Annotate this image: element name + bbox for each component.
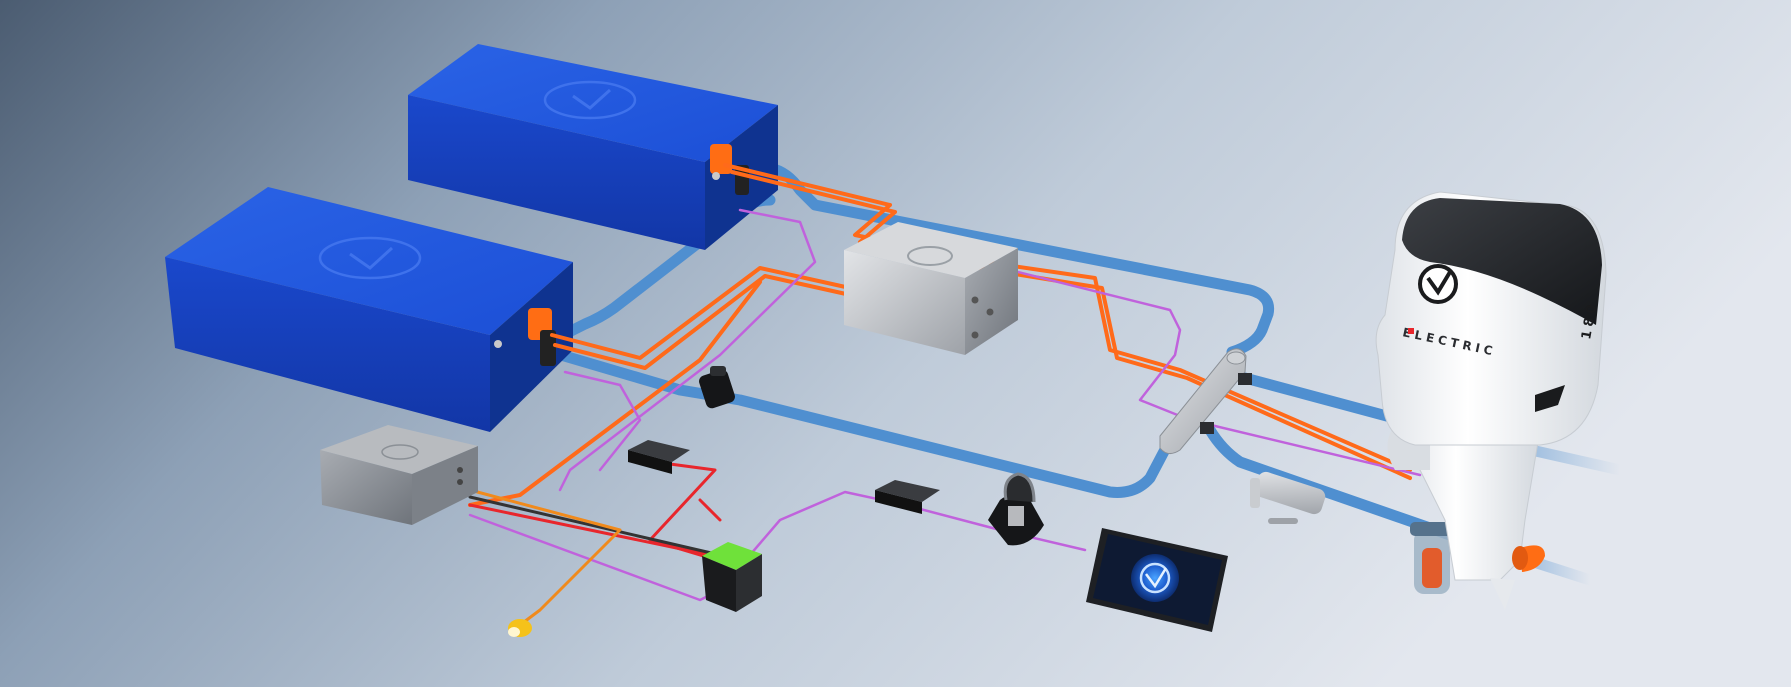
aux-battery-side-face [736,554,762,612]
motor-skeg [1490,578,1515,610]
heat-exchanger-port-lower [1200,422,1214,434]
heat-exchanger [1159,348,1252,454]
motor-prop-hub [1512,546,1528,570]
fuse-block-right-front [875,490,922,514]
motor-brand-logo-mark [1426,270,1452,296]
controller-logo-icon [907,246,953,266]
aux-battery-front-face [702,556,736,612]
battery-lower-side-face [490,262,573,432]
battery-upper-front-face [408,95,705,250]
fuse-block-left [628,440,690,474]
coolant-filter [1410,522,1454,594]
fuse-block-right-top [875,480,940,502]
battery-upper-top-face [408,44,778,162]
signal-cable-battery-upper [558,208,817,492]
coolant-pipe-upper-run [764,162,1275,358]
fuse-block-left-front [628,450,672,474]
aux-orange-cable [468,488,622,627]
hv-cable-charger [468,280,762,507]
converter-front-face [320,450,412,525]
throttle-control-lever [988,472,1044,546]
battery-lower-front-face [165,257,490,432]
lv-cables [468,458,722,627]
display-glow [1131,554,1179,602]
throttle-lever [1003,472,1036,503]
dc-red-cable-c [698,498,722,522]
throttle-chrome-plate [1008,506,1024,526]
converter-logo-icon [381,444,419,460]
electric-outboard-motor: ELECTRIC 180 [1375,191,1607,610]
converter-port-b [457,479,463,485]
controller-port-c [971,331,979,339]
seacock-handle [1268,518,1298,524]
shore-power-plug [508,619,532,637]
ground-black-cable [468,495,722,557]
brand-logo-icon [1139,562,1171,594]
display-logo-mark [1145,567,1168,589]
battery-lower-logo-icon [318,236,422,280]
fuse-block-left-top [628,440,690,462]
helm-display [1086,528,1228,632]
motor-top-cap [1402,198,1602,325]
battery-upper-terminal [712,172,720,180]
aux-battery-top-face [702,542,762,570]
battery-upper-connector [710,144,732,174]
filter-core [1422,548,1442,588]
motor-model-text: 180 [1579,300,1601,341]
signal-cable-battery-lower [563,370,642,472]
motor-air-vent [1535,385,1565,412]
controller-top-face [844,222,1018,278]
battery-lower-connector-lower [540,330,556,366]
battery-lower-terminal [494,340,502,348]
coolant-pipe-lower-run [504,334,1176,498]
aux-12v-battery [702,542,762,612]
controller-port-b [986,308,994,316]
signal-cable-charger [468,490,1087,602]
coolant-pump-cap [710,366,726,376]
controller-side-face [965,248,1018,355]
converter-side-face [412,446,478,525]
battery-lower-logo-mark [349,246,394,270]
battery-upper-logo-mark [572,88,612,110]
heat-exchanger-port-upper [1238,373,1252,385]
coolant-pipe-filter [1204,424,1456,541]
coolant-pump [699,366,735,409]
seacock-valve [1250,471,1326,524]
heat-exchanger-end-cap [1226,351,1246,365]
fuse-block-right [875,480,940,514]
seacock-body [1254,471,1326,515]
heat-exchanger-body [1159,348,1247,454]
seacock-collar [1250,478,1260,508]
motor-controller [844,222,1018,355]
shore-plug-face [508,627,520,637]
battery-lower-top-face [165,187,573,335]
battery-pack-upper [408,44,778,250]
dc-red-cable-b [638,458,717,560]
dc-dc-converter [320,425,478,525]
battery-pack-lower [165,187,573,432]
motor-accent-stripe [1408,328,1414,334]
controller-front-face [844,250,965,355]
battery-upper-logo-icon [543,80,637,120]
motor-brand-logo-icon [1418,264,1458,304]
controller-port-a [971,296,979,304]
coolant-pump-body [699,369,735,409]
filter-cap [1410,522,1454,536]
converter-top-face [320,425,478,474]
converter-port-a [457,467,463,473]
